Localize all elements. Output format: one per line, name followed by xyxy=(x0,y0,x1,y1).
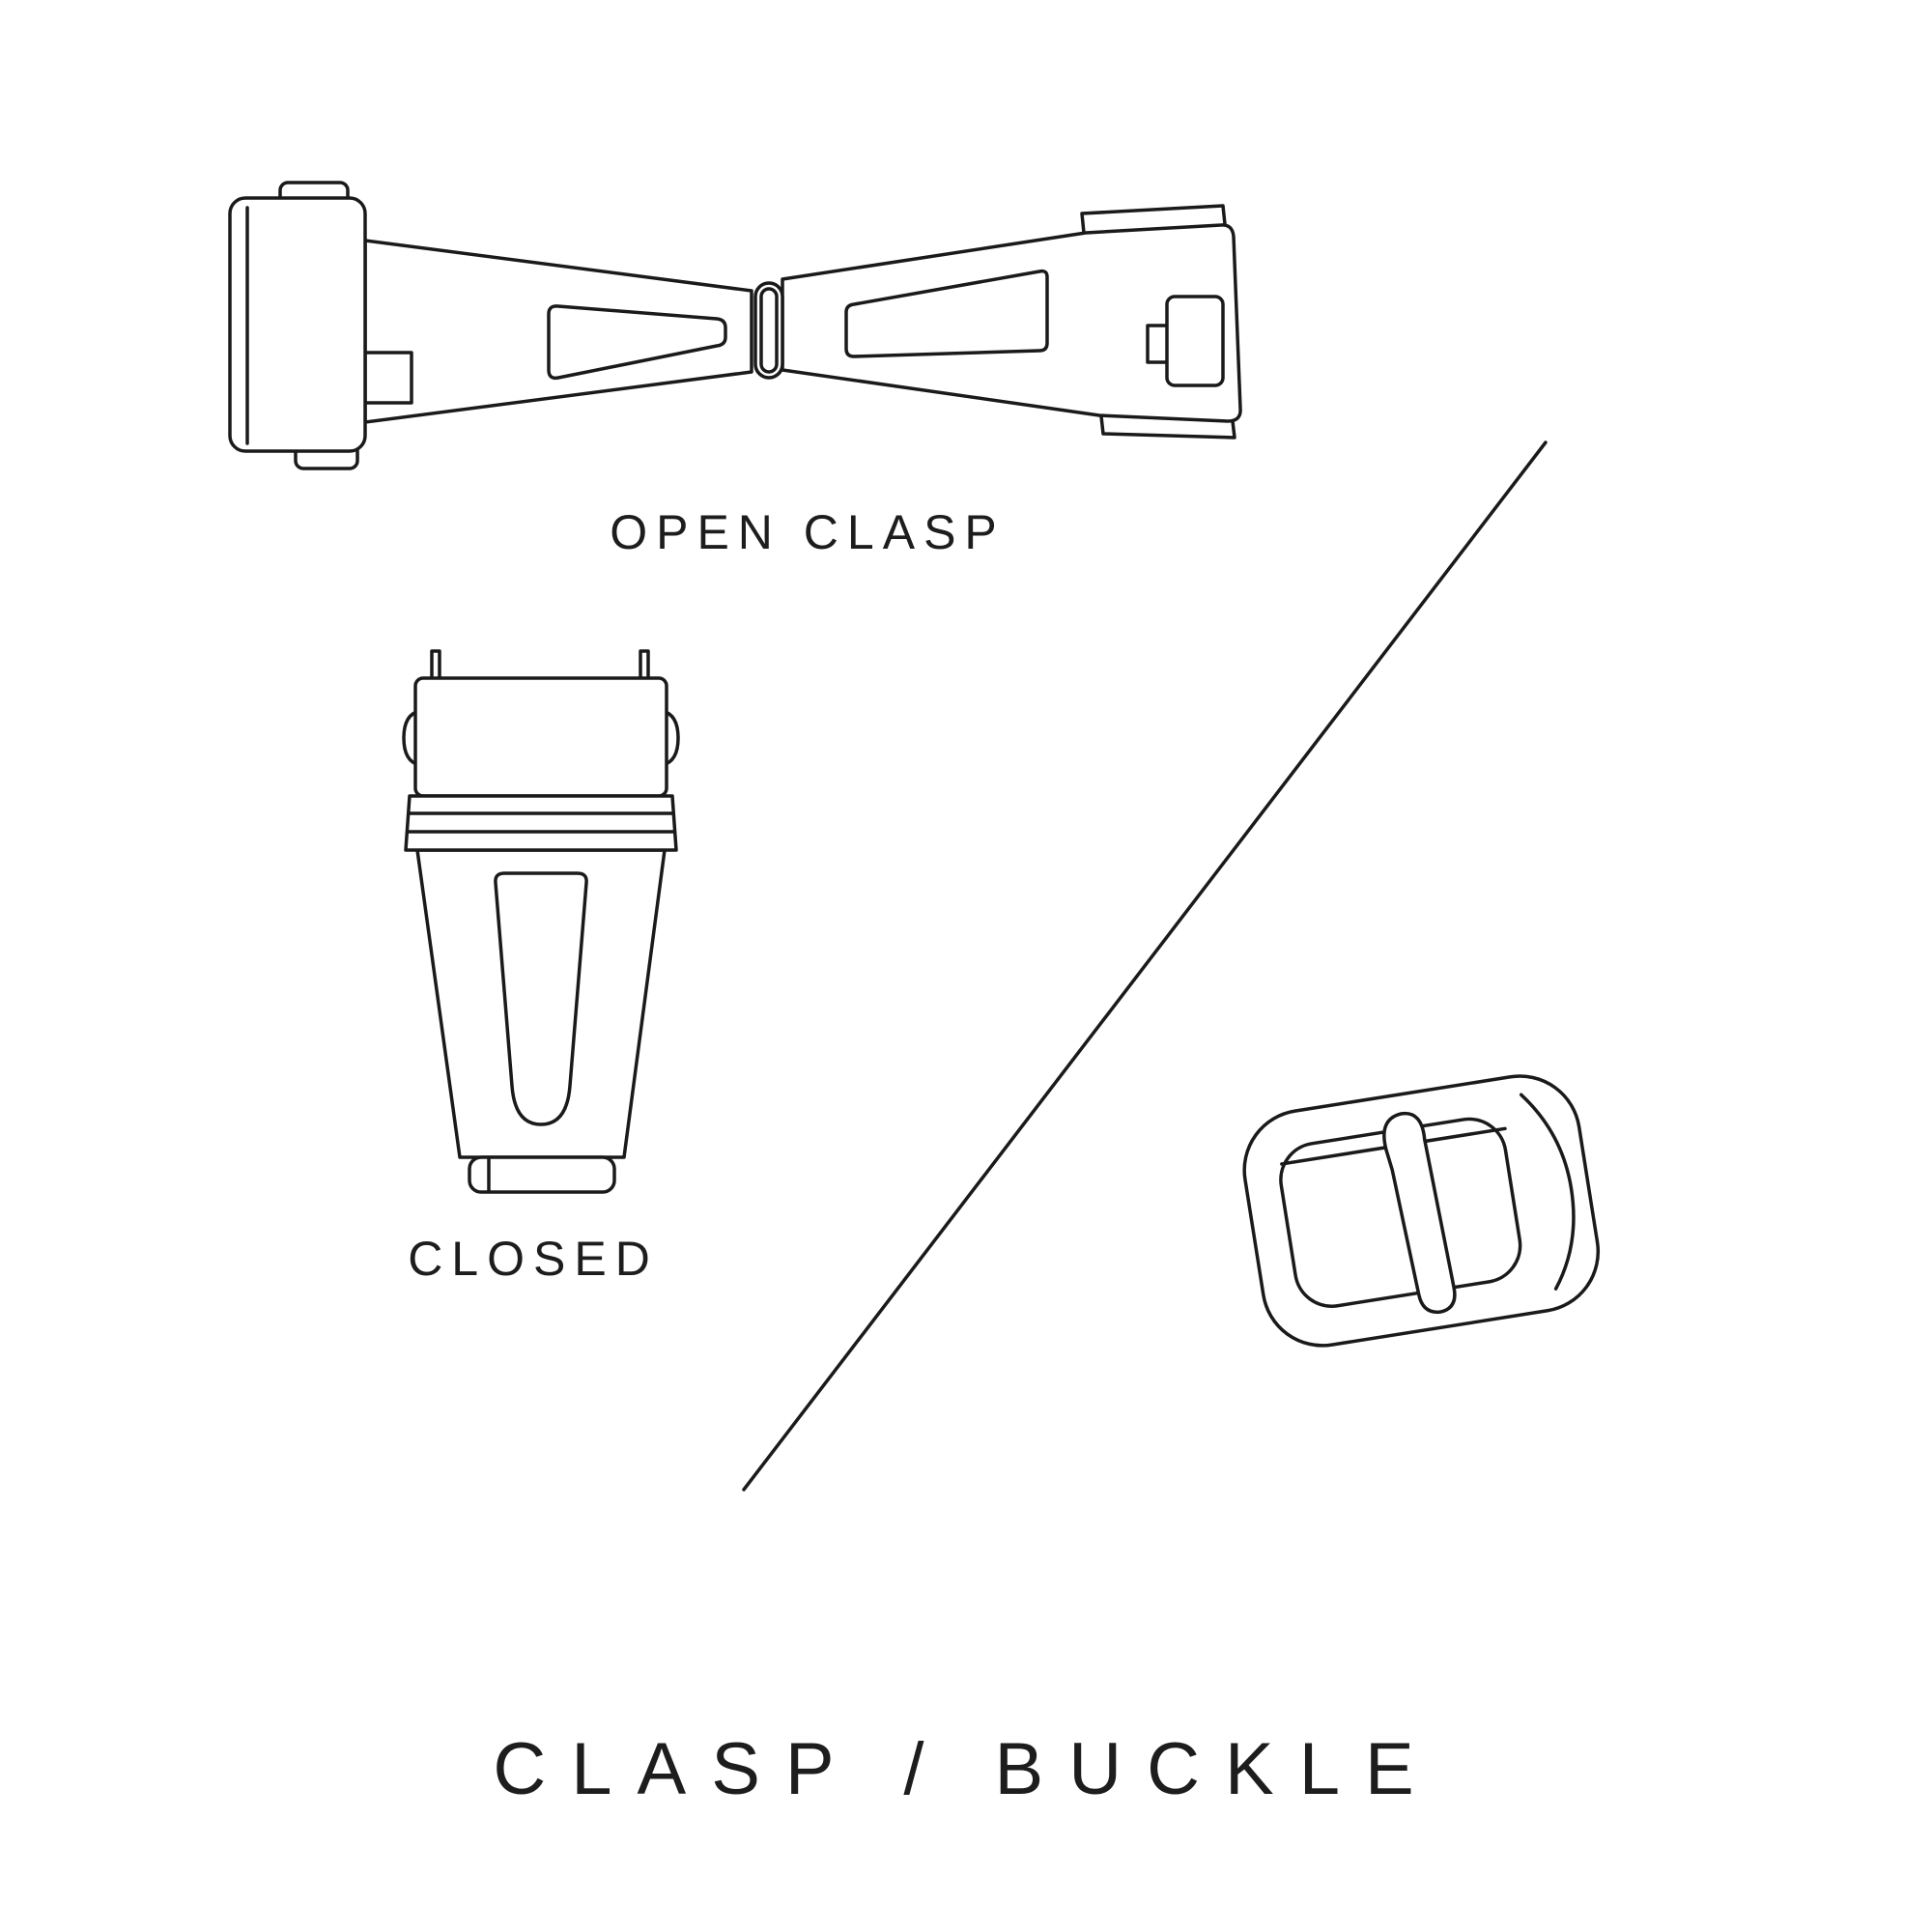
divider xyxy=(734,435,1555,1497)
buckle-figure xyxy=(1222,1048,1647,1406)
tang-buckle-illustration xyxy=(1242,1074,1601,1348)
closed-clasp-figure xyxy=(386,649,696,1209)
open-clasp-figure xyxy=(222,179,1304,497)
closed-clasp-illustration xyxy=(402,649,680,1194)
page-title: CLASP / BUCKLE xyxy=(493,1728,1439,1810)
open-clasp-illustration xyxy=(228,181,1242,470)
open-clasp-label: OPEN CLASP xyxy=(610,505,1006,559)
diagonal-divider-line xyxy=(742,440,1548,1492)
closed-clasp-label: CLOSED xyxy=(408,1232,659,1286)
